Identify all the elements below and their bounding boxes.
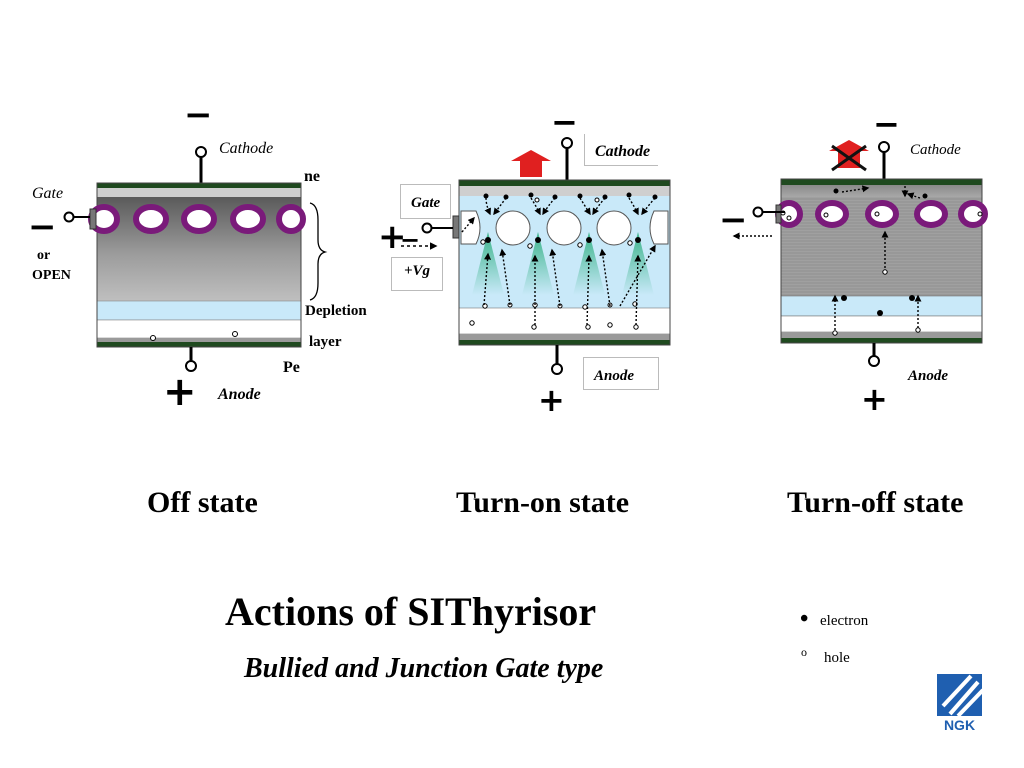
page-title: Actions of SIThyrisor (225, 589, 597, 634)
depletion-label-2: layer (309, 334, 342, 350)
off-depletion-region (96, 300, 302, 321)
on-anode-label: Anode (583, 357, 660, 390)
turn-on-red-arrow (511, 150, 551, 177)
off-anode-plus: + (163, 369, 197, 415)
off-cathode-label: Cathode (219, 140, 274, 157)
off-gate-minus: − (28, 207, 57, 247)
off-anode-terminal (185, 360, 197, 372)
turn-off-device (732, 140, 988, 367)
on-cathode-terminal (561, 137, 573, 149)
turn-off-anode-label: Anode (908, 368, 949, 384)
on-cathode-label: Cathode (584, 134, 659, 166)
turn-off-anode-plus: + (861, 380, 888, 418)
depletion-brace (309, 202, 328, 301)
on-gate-label: Gate (400, 184, 452, 219)
turn-off-caption: Turn-off state (787, 486, 964, 519)
vg-label: +Vg (391, 257, 444, 291)
off-cathode-minus: − (184, 95, 213, 135)
on-gate-regions (460, 210, 669, 246)
depletion-label-1: Depletion (305, 303, 367, 319)
or-label: or (37, 248, 51, 263)
turn-off-gate-minus: − (719, 200, 748, 240)
off-anode-metal (97, 342, 301, 347)
turn-off-red-arrow (829, 140, 869, 168)
on-gate-minus: − (400, 226, 421, 254)
on-anode-plus: + (538, 381, 565, 419)
legend-hole-label: hole (824, 650, 850, 666)
ngk-logo-mark (937, 674, 985, 718)
legend-electron-label: electron (820, 613, 869, 629)
pe-label: Pe (283, 359, 300, 376)
off-anode-label: Anode (218, 386, 261, 403)
turn-on-device (401, 137, 671, 375)
page-subtitle: Bullied and Junction Gate type (244, 653, 604, 684)
open-label: OPEN (32, 268, 71, 283)
turn-off-cathode-label: Cathode (910, 142, 961, 158)
on-gate-plus: + (378, 217, 407, 257)
off-state-device (63, 146, 328, 372)
off-cathode-metal (97, 183, 301, 188)
turn-off-cathode-minus: − (873, 105, 900, 143)
off-gate-label: Gate (32, 185, 64, 202)
off-gate-terminal (63, 211, 75, 223)
legend-hole-symbol: o (801, 645, 807, 659)
on-cathode-minus: − (551, 103, 578, 141)
legend-electron-symbol: • (800, 606, 809, 632)
ngk-logo-text: NGK (943, 717, 976, 733)
turn-on-caption: Turn-on state (456, 486, 630, 519)
ne-label: ne (304, 168, 320, 185)
off-cathode-terminal (195, 146, 207, 158)
off-state-caption: Off state (147, 486, 258, 519)
